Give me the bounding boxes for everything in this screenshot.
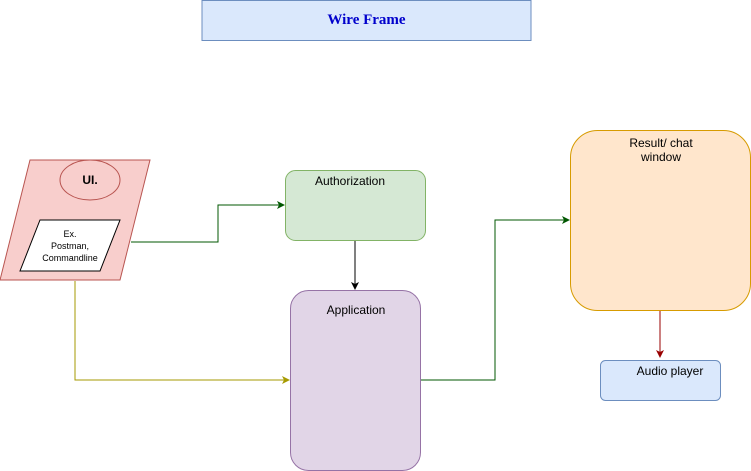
edge-ui-to-authorization [131, 201, 285, 243]
ui-example-label: Ex. Postman, Commandline [42, 229, 98, 263]
result-chat-window-label: Result/ chat window [629, 136, 693, 164]
authorization-label: Authorization [314, 174, 386, 188]
audio-player-label: Audio player [636, 364, 704, 378]
audio-player-node[interactable] [600, 360, 721, 401]
ui-ellipse [59, 159, 121, 201]
title-box [201, 0, 532, 41]
application-label: Application [326, 303, 386, 317]
ui-label: UI. [82, 173, 98, 187]
ui-example-box [19, 219, 121, 272]
edge-ui-to-application [74, 281, 290, 384]
page-title: Wire Frame [327, 11, 406, 28]
authorization-node[interactable] [285, 170, 426, 241]
edge-application-to-result [421, 216, 570, 381]
